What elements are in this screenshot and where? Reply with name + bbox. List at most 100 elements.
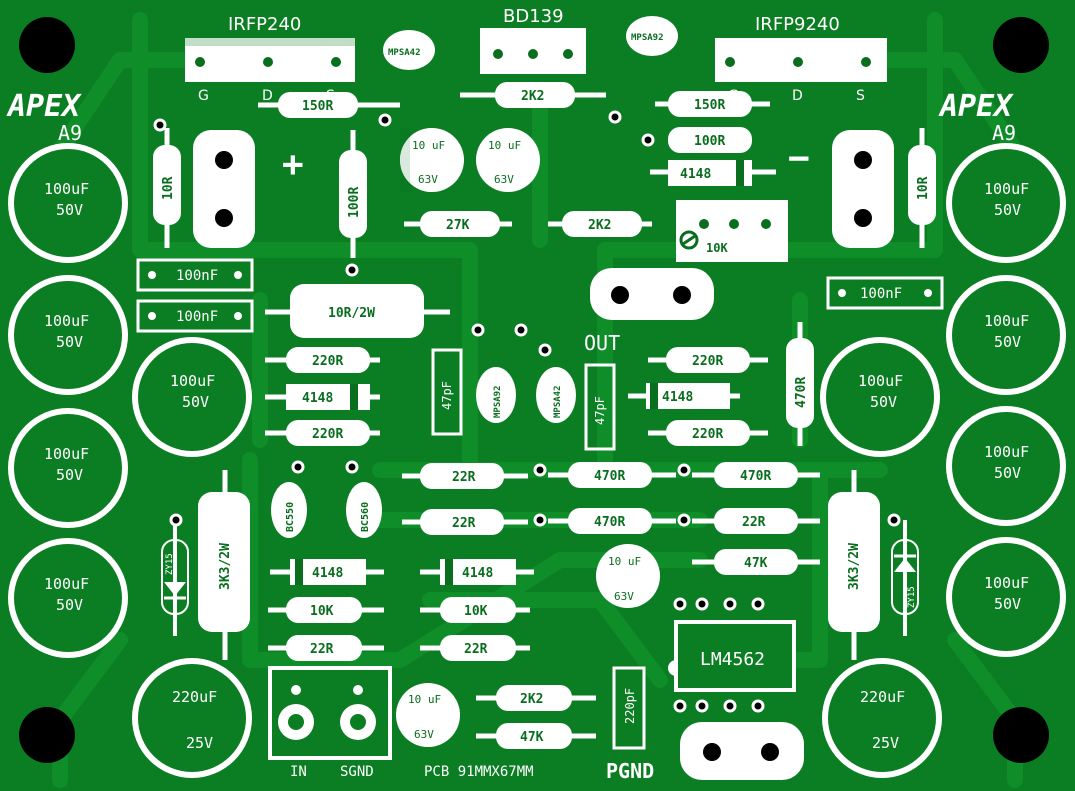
svg-text:ZY15: ZY15 bbox=[907, 586, 917, 608]
svg-text:220R: 220R bbox=[692, 354, 723, 369]
zener-left: ZY15 bbox=[161, 520, 189, 636]
resistor-22r-e: 22R bbox=[420, 635, 530, 661]
rail-plus-label: + bbox=[282, 144, 304, 185]
svg-text:4148: 4148 bbox=[680, 167, 711, 182]
mpsa92-top: MPSA92 bbox=[626, 16, 678, 56]
bc550: BC550 bbox=[271, 482, 307, 538]
irfp9240-label: IRFP9240 bbox=[755, 14, 840, 35]
ic-lm4562: LM4562 bbox=[668, 620, 796, 692]
resistor-100r-right: 100R bbox=[668, 127, 752, 153]
svg-text:10 uF: 10 uF bbox=[608, 555, 641, 568]
svg-text:BC560: BC560 bbox=[360, 502, 371, 532]
resistor-10k-b: 10K bbox=[420, 597, 530, 623]
svg-text:MPSA92: MPSA92 bbox=[493, 385, 503, 418]
svg-text:4148: 4148 bbox=[662, 390, 693, 405]
svg-text:100nF: 100nF bbox=[176, 309, 218, 325]
svg-text:50V: 50V bbox=[56, 596, 83, 614]
svg-text:25V: 25V bbox=[186, 734, 213, 752]
logo-right-text: APEX bbox=[938, 89, 1014, 124]
mount-hole-bl bbox=[19, 707, 75, 763]
diode-4148-1: 4148 bbox=[650, 160, 776, 186]
svg-text:22R: 22R bbox=[452, 516, 476, 531]
transistor-irfp240: IRFP240 G D S bbox=[185, 14, 355, 104]
vias bbox=[153, 110, 901, 713]
svg-text:50V: 50V bbox=[182, 393, 209, 411]
mpsa42-mid: MPSA42 bbox=[536, 367, 576, 423]
svg-text:10R/2W: 10R/2W bbox=[328, 306, 375, 321]
svg-text:3K3/2W: 3K3/2W bbox=[218, 543, 233, 590]
svg-text:100uF: 100uF bbox=[44, 575, 89, 593]
svg-text:3K3/2W: 3K3/2W bbox=[847, 543, 862, 590]
diode-4148-2: 4148 bbox=[265, 384, 380, 410]
input-terminal: IN SGND bbox=[268, 666, 392, 780]
svg-text:50V: 50V bbox=[994, 595, 1021, 613]
trimmer-label: 10K bbox=[706, 241, 728, 255]
svg-text:50V: 50V bbox=[994, 464, 1021, 482]
resistor-22r-a: 22R bbox=[402, 463, 528, 489]
svg-text:100uF: 100uF bbox=[44, 445, 89, 463]
svg-text:220R: 220R bbox=[692, 427, 723, 442]
zener-right: ZY15 bbox=[891, 520, 919, 636]
irfp240-pin-g: G bbox=[198, 88, 209, 104]
resistor-220r-l1: 220R bbox=[265, 347, 380, 373]
svg-text:220pF: 220pF bbox=[623, 688, 637, 724]
pad-out bbox=[590, 268, 714, 320]
svg-text:100uF: 100uF bbox=[984, 180, 1029, 198]
resistor-220r-l2: 220R bbox=[265, 420, 380, 446]
transistor-irfp9240: IRFP9240 G D S bbox=[715, 14, 887, 104]
resistor-100r-vert: 100R bbox=[339, 130, 367, 258]
pad-pgnd bbox=[680, 722, 804, 780]
svg-text:50V: 50V bbox=[994, 333, 1021, 351]
diode-4148-4: 4148 bbox=[270, 559, 384, 585]
irfp9240-pin-d: D bbox=[792, 88, 803, 104]
rail-minus-label: − bbox=[788, 138, 810, 179]
irfp240-pin-d: D bbox=[262, 88, 273, 104]
svg-text:220R: 220R bbox=[312, 427, 343, 442]
zeners: ZY15 ZY15 bbox=[161, 520, 919, 636]
resistor-3k3-left: 3K3/2W bbox=[198, 470, 250, 660]
cap-100uf-ml: 100uF 50V bbox=[132, 337, 252, 457]
logo-left-model: A9 bbox=[58, 121, 82, 145]
svg-text:63V: 63V bbox=[494, 173, 514, 186]
irfp9240-pin-s: S bbox=[856, 88, 865, 104]
cap-100nf-1: 100nF bbox=[136, 258, 254, 292]
svg-text:150R: 150R bbox=[694, 98, 725, 113]
svg-text:22R: 22R bbox=[464, 642, 488, 657]
svg-text:50V: 50V bbox=[56, 333, 83, 351]
cap-100nf-2: 100nF bbox=[136, 299, 254, 333]
pad-plus-rail bbox=[193, 130, 255, 248]
svg-text:100uF: 100uF bbox=[984, 312, 1029, 330]
svg-text:63V: 63V bbox=[414, 728, 434, 741]
mount-hole-tl bbox=[19, 17, 75, 73]
label-in: IN bbox=[290, 764, 307, 780]
svg-text:100uF: 100uF bbox=[170, 372, 215, 390]
diode-4148-5: 4148 bbox=[420, 559, 534, 585]
resistor-47k-a: 47K bbox=[692, 549, 820, 575]
svg-text:BC550: BC550 bbox=[285, 502, 296, 532]
svg-text:470R: 470R bbox=[794, 377, 809, 408]
cap-47pf-1: 47pF bbox=[431, 348, 463, 436]
label-pcb-size: PCB 91MMX67MM bbox=[424, 764, 534, 780]
svg-text:10R: 10R bbox=[916, 176, 931, 200]
svg-text:47pF: 47pF bbox=[440, 381, 454, 410]
mount-hole-tr bbox=[993, 17, 1049, 73]
mpsa42-top: MPSA42 bbox=[383, 30, 435, 70]
svg-text:4148: 4148 bbox=[302, 391, 333, 406]
logo-left-text: APEX bbox=[6, 89, 82, 124]
film-caps: 100nF 100nF 100nF 47pF 47pF 220pF bbox=[136, 258, 944, 750]
svg-text:ZY15: ZY15 bbox=[165, 553, 175, 575]
cap-100uf-l4: 100uF 50V bbox=[8, 538, 128, 658]
mpsa92-mid: MPSA92 bbox=[476, 367, 516, 423]
svg-text:470R: 470R bbox=[594, 469, 625, 484]
svg-text:50V: 50V bbox=[56, 201, 83, 219]
cap-47pf-2: 47pF bbox=[584, 363, 616, 451]
svg-text:470R: 470R bbox=[594, 515, 625, 530]
resistor-220r-r1: 220R bbox=[648, 347, 768, 373]
